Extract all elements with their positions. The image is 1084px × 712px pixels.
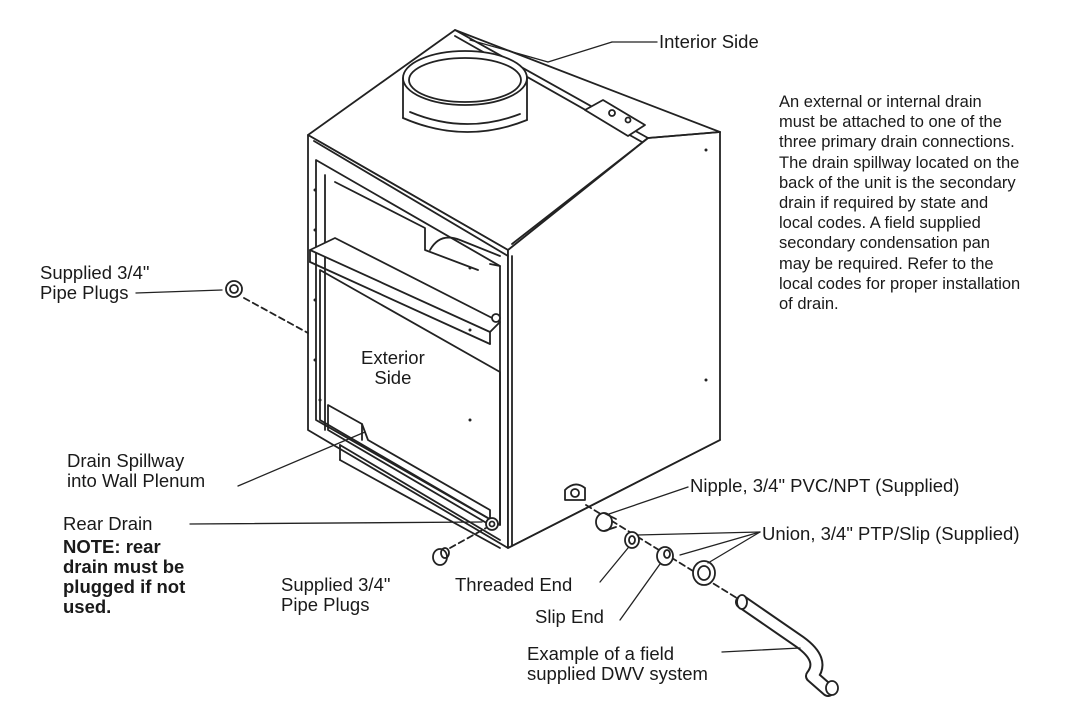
nipple-icon — [595, 512, 617, 532]
union-nut-icon — [692, 560, 716, 586]
top-bracket — [584, 99, 646, 137]
union-threaded-end-icon — [624, 531, 640, 549]
label-interior-side: Interior Side — [659, 31, 759, 52]
pipe-plug-bottom-icon — [432, 547, 450, 566]
label-union: Union, 3/4" PTP/Slip (Supplied) — [762, 523, 1020, 544]
label-supplied-plugs-top: Supplied 3/4" Pipe Plugs — [40, 262, 150, 303]
label-drain-spillway: Drain Spillway into Wall Plenum — [67, 450, 206, 491]
label-rear-drain-note: NOTE: rear drain must be plugged if not … — [63, 536, 186, 617]
label-threaded-end: Threaded End — [455, 574, 573, 595]
supply-collar — [402, 50, 528, 133]
label-rear-drain: Rear Drain — [63, 513, 153, 534]
side-drain-outlet — [564, 483, 586, 501]
label-exterior-side: Exterior Side — [361, 347, 425, 388]
dwv-pipe-icon — [735, 594, 839, 697]
installation-note: An external or internal drain must be at… — [779, 93, 1021, 314]
front-panel — [309, 159, 501, 549]
label-supplied-plugs-bottom: Supplied 3/4" Pipe Plugs — [281, 574, 391, 615]
pipe-plug-top-icon — [225, 280, 243, 298]
union-slip-end-icon — [656, 546, 674, 566]
label-dwv-example: Example of a field supplied DWV system — [527, 643, 708, 684]
label-slip-end: Slip End — [535, 606, 604, 627]
label-nipple: Nipple, 3/4" PVC/NPT (Supplied) — [690, 475, 960, 496]
leader-lines — [135, 39, 801, 653]
screw-dots — [313, 148, 708, 422]
